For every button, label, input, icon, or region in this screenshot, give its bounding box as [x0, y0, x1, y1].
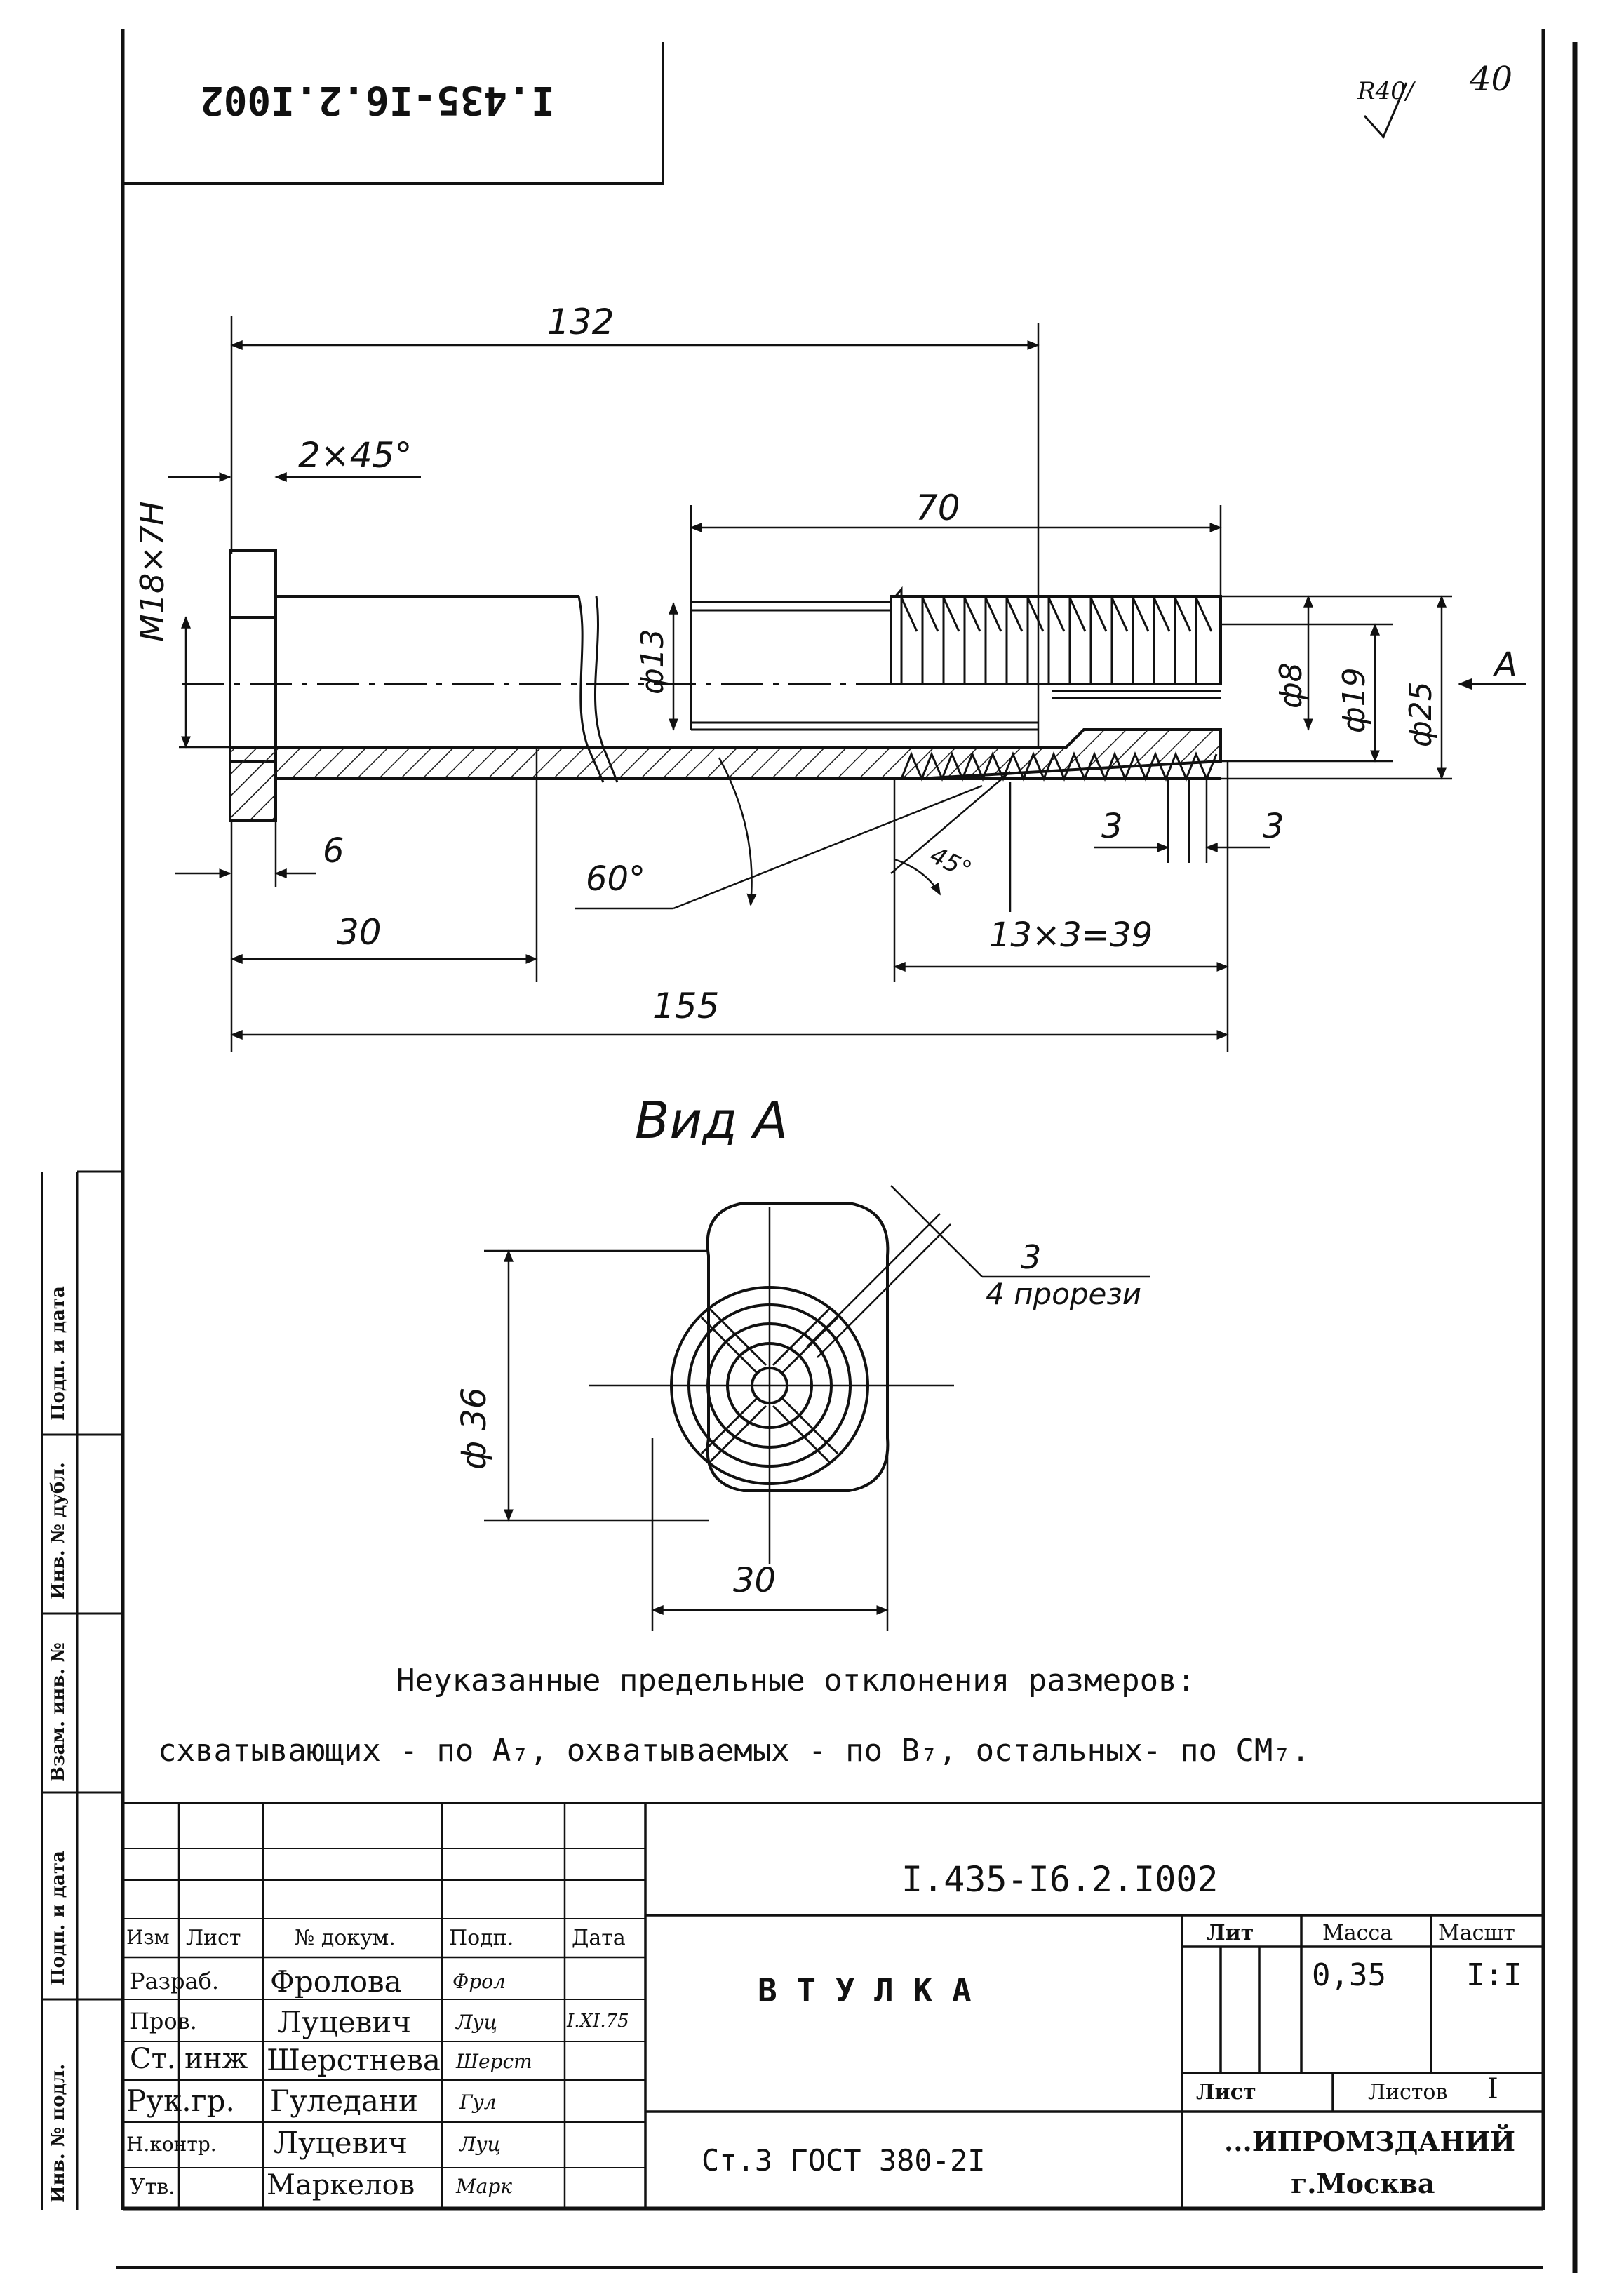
thread-tooth-upper: [1089, 597, 1108, 632]
scale-label: Масшт: [1438, 1921, 1515, 1945]
thread-tooth-upper: [1132, 597, 1150, 632]
thread-tooth-upper: [1110, 597, 1129, 632]
part-name: В Т У Л К А: [758, 1971, 972, 2009]
name-n-kontr: Луцевич: [274, 2126, 408, 2160]
thread-tooth-lower: [900, 751, 1218, 782]
dim-angle60: 60°: [586, 859, 646, 899]
title-block-grid: [123, 1802, 1543, 2208]
name-ruk-gr: Гуледани: [270, 2084, 418, 2118]
thread-tooth-upper: [1174, 597, 1192, 632]
view-slot-width: 3: [1021, 1238, 1042, 1276]
view-slots-count: 4 прорези: [986, 1277, 1142, 1311]
header-list: Лист: [186, 1926, 241, 1950]
side-label-inv-dubl: Инв. № дубл.: [48, 1462, 69, 1599]
thread-tooth-upper: [1195, 597, 1213, 632]
thread-tooth-upper: [921, 597, 939, 632]
sign-ruk-gr: Гул: [459, 2091, 497, 2114]
thread-tooth-upper: [1005, 597, 1024, 632]
side-label-vzam-inv: Взам. инв. №: [48, 1642, 69, 1782]
dim-dia8: ф8: [1273, 662, 1309, 709]
header-izm: Изм: [126, 1926, 170, 1949]
approval-mark: R40/: [1357, 77, 1414, 105]
thread-tooth-upper: [1153, 597, 1171, 632]
thread-tooth-upper: [900, 597, 918, 632]
sheet-frame: [41, 29, 1578, 2273]
lit-label: Лит: [1207, 1921, 1254, 1945]
organization-name: ...ИПРОМЗДАНИЙ: [1224, 2126, 1516, 2157]
dim-3b: 3: [1263, 807, 1284, 846]
dim-thread: M18×7H: [133, 501, 171, 642]
thread-tooth-upper: [942, 597, 960, 632]
role-ruk-gr: Рук.гр.: [126, 2084, 235, 2118]
view-width30: 30: [733, 1561, 777, 1600]
role-razrab: Разраб.: [130, 1968, 220, 1994]
dim-132: 132: [547, 302, 615, 342]
sheets-label: Листов: [1368, 2080, 1448, 2105]
thread-tooth-upper: [1068, 597, 1087, 632]
mass-label: Масса: [1322, 1921, 1393, 1945]
header-doc: № докум.: [295, 1926, 396, 1950]
sign-n-kontr: Луц: [459, 2133, 502, 2156]
thread-tooth-upper: [963, 597, 981, 632]
side-label-inv-podl: Инв. № подл.: [48, 2063, 69, 2203]
view-a: [484, 1185, 1150, 1631]
header-date: Дата: [572, 1926, 626, 1950]
role-st-inzh: Ст. инж: [130, 2043, 248, 2075]
name-prov: Луцевич: [277, 2005, 412, 2039]
role-utv: Утв.: [130, 2175, 175, 2199]
side-label-sign-date-2: Подп. и дата: [48, 1851, 69, 1985]
sign-prov: Луц: [456, 2011, 498, 2034]
name-st-inzh: Шерстнева: [267, 2043, 441, 2077]
dimension-lines: [168, 316, 1526, 1052]
thread-tooth-upper: [1047, 597, 1066, 632]
teeth-pattern: [900, 597, 1218, 782]
sign-st-inzh: Шерст: [456, 2050, 532, 2073]
thread-tooth-upper: [1026, 597, 1045, 632]
note-line-2: схватывающих - по А₇, охватываемых - по …: [158, 1733, 1310, 1769]
dim-dia19: ф19: [1336, 667, 1372, 733]
header-sign: Подп.: [449, 1926, 514, 1950]
dim-155: 155: [652, 986, 720, 1026]
side-label-sign-date-1: Подп. и дата: [48, 1286, 69, 1421]
view-title: Вид А: [635, 1091, 788, 1150]
role-prov: Пров.: [130, 2008, 197, 2034]
sheet-label: Лист: [1196, 2080, 1256, 2105]
mass-value: 0,35: [1312, 1957, 1386, 1993]
sign-utv: Марк: [456, 2175, 513, 2198]
page-number: 40: [1470, 60, 1513, 99]
check-mark-icon: [1363, 82, 1408, 139]
dim-13x3: 13×3=39: [989, 916, 1153, 955]
dim-30: 30: [337, 912, 382, 953]
note-line-1: Неуказанные предельные отклонения размер…: [396, 1663, 1196, 1698]
date-prov: I.ХI.75: [567, 2011, 629, 2032]
name-razrab: Фролова: [270, 1964, 402, 1999]
scale-value: I:I: [1466, 1957, 1522, 1993]
stamp-code-mirrored: I.435-I6.2.I002: [200, 77, 555, 123]
sign-razrab: Фрол: [452, 1970, 506, 1993]
title-block-code: I.435-I6.2.I002: [901, 1859, 1219, 1900]
view-dia36: ф 36: [455, 1387, 494, 1470]
bushing-section-view: [182, 549, 1222, 822]
dim-70: 70: [915, 488, 960, 528]
dim-6: 6: [323, 831, 344, 871]
dim-dia13: ф13: [635, 629, 671, 695]
thread-tooth-upper: [984, 597, 1002, 632]
sheets-value: I: [1487, 2073, 1498, 2105]
material: Ст.3 ГОСТ 380-2I: [702, 2143, 986, 2178]
view-arrow-label: A: [1494, 645, 1517, 685]
dim-dia25: ф25: [1403, 681, 1439, 747]
dim-3a: 3: [1101, 807, 1123, 846]
role-n-kontr: Н.контр.: [126, 2133, 217, 2156]
dim-chamfer: 2×45°: [298, 435, 412, 476]
organization-city: г.Москва: [1291, 2168, 1435, 2199]
name-utv: Маркелов: [267, 2169, 415, 2201]
